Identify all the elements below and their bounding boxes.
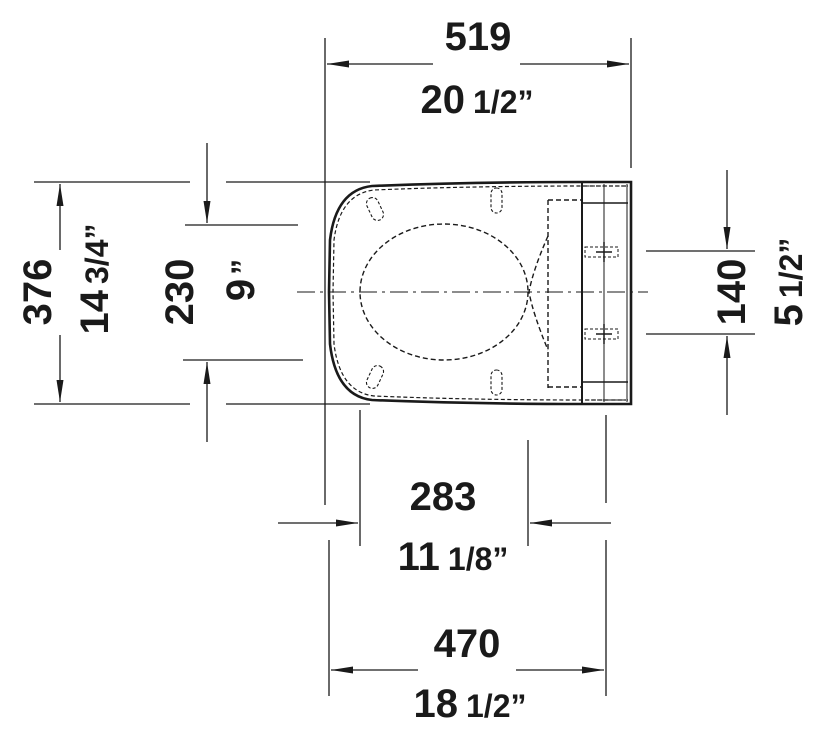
dimension-inner-width (183, 143, 303, 442)
fixing-offset-inch-fraction: 1/8” (448, 541, 508, 577)
hinge-spacing-inch-whole: 5 (767, 304, 811, 326)
seat-opening (359, 223, 529, 361)
seat-length-inch-fraction: 1/2” (466, 688, 526, 724)
fixing-offset-inch-whole: 11 (398, 535, 440, 579)
seat-length-mm-label: 470 (434, 622, 501, 666)
width-inch-label: 14 3/4” (73, 224, 117, 335)
width-mm-label: 376 (16, 259, 60, 326)
dimension-hinge-spacing (646, 170, 755, 415)
hinge-spacing-mm-label: 140 (710, 259, 754, 326)
dimension-overall-length (324, 38, 632, 505)
bumpers (365, 187, 503, 396)
inner-width-inch-fraction: ” (225, 259, 261, 275)
hinge-plate (581, 182, 628, 404)
inner-width-inch-whole: 9 (219, 279, 263, 301)
width-inch-whole: 14 (73, 289, 117, 334)
seat-length-inch-whole: 18 (414, 682, 459, 726)
length-mm-label: 519 (445, 15, 512, 59)
seat-outline (327, 180, 633, 406)
hinge-spacing-inch-label: 5 1/2” (767, 238, 811, 327)
fixing-offset-mm-label: 283 (410, 475, 477, 519)
length-inch-whole: 20 (421, 78, 466, 122)
hinge-housing-hidden (528, 199, 581, 388)
dimension-overall-width (34, 181, 370, 405)
dimension-seat-length (328, 540, 607, 696)
hinge-fixing-bottom (584, 324, 619, 344)
inner-width-mm-label: 230 (158, 259, 202, 326)
dimension-fixing-offset (278, 410, 611, 546)
length-inch-fraction: 1/2” (473, 84, 533, 120)
hinge-spacing-inch-fraction: 1/2” (773, 238, 809, 298)
width-inch-fraction: 3/4” (79, 224, 115, 284)
inner-width-inch-label: 9” (219, 259, 263, 301)
hinge-fixing-top (584, 242, 619, 262)
